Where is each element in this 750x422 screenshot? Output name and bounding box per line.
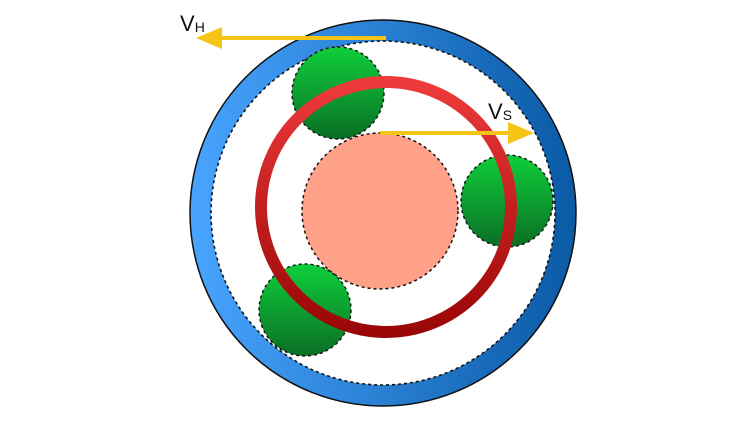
shaft-velocity-arrow: [380, 122, 534, 144]
rolling-ball-lower-left: [258, 263, 352, 357]
cage-ring: [255, 76, 517, 338]
shaft-velocity-label: VS: [488, 99, 512, 124]
inner-shaft-disk: [301, 132, 459, 290]
housing-velocity-label: VH: [180, 11, 205, 36]
housing-velocity-arrow: [196, 27, 386, 49]
